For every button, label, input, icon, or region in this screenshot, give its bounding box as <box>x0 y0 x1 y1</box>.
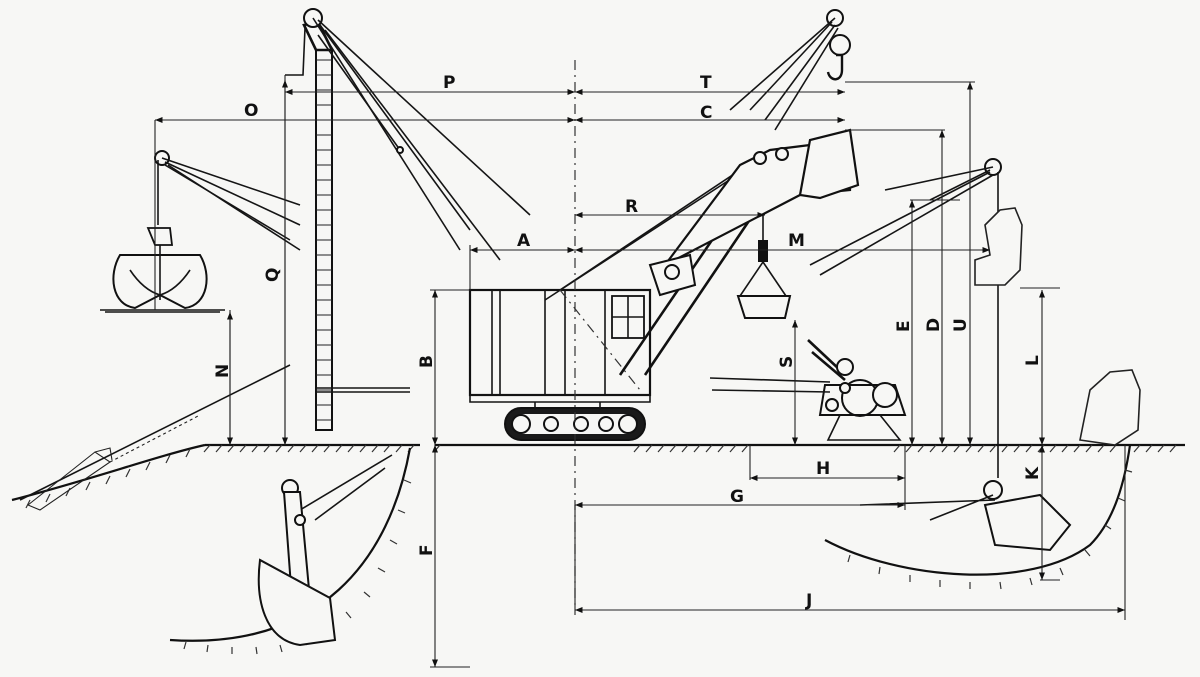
label-l: L <box>1023 355 1043 366</box>
shovel-front-attachment <box>544 128 860 391</box>
label-f: F <box>417 544 437 556</box>
hook-crane <box>729 9 851 131</box>
label-p: P <box>443 73 455 93</box>
label-h: H <box>816 459 830 479</box>
dimension-labels: O P T C R A M H G J Q N B F S E D U L K <box>213 73 1043 611</box>
label-t: T <box>700 73 712 93</box>
label-q: Q <box>263 268 283 282</box>
dragline-excavation-curve <box>824 444 1133 590</box>
backhoe-excavation-curve <box>169 447 412 655</box>
label-a: A <box>517 231 531 251</box>
label-o: O <box>244 101 258 121</box>
ground-line <box>11 443 1185 509</box>
label-d: D <box>924 318 944 332</box>
label-g: G <box>730 487 744 507</box>
suspended-bucket <box>736 215 792 319</box>
dimension-lines <box>155 80 1125 667</box>
label-e: E <box>894 320 914 332</box>
label-b: B <box>417 355 437 368</box>
crane-lattice-boom <box>285 8 531 431</box>
label-j: J <box>805 591 812 611</box>
label-u: U <box>951 318 971 332</box>
label-c: C <box>700 103 712 123</box>
label-s: S <box>777 356 797 368</box>
backhoe-bucket <box>257 454 393 647</box>
clamshell-crane <box>100 150 301 313</box>
dragline-slope <box>19 364 291 511</box>
label-n: N <box>213 364 233 378</box>
label-r: R <box>625 197 638 217</box>
label-k: K <box>1023 466 1043 480</box>
skimmer-unit <box>709 339 907 441</box>
dragline-crane <box>809 158 1141 552</box>
crawler-excavator <box>468 288 652 441</box>
label-m: M <box>788 231 805 251</box>
